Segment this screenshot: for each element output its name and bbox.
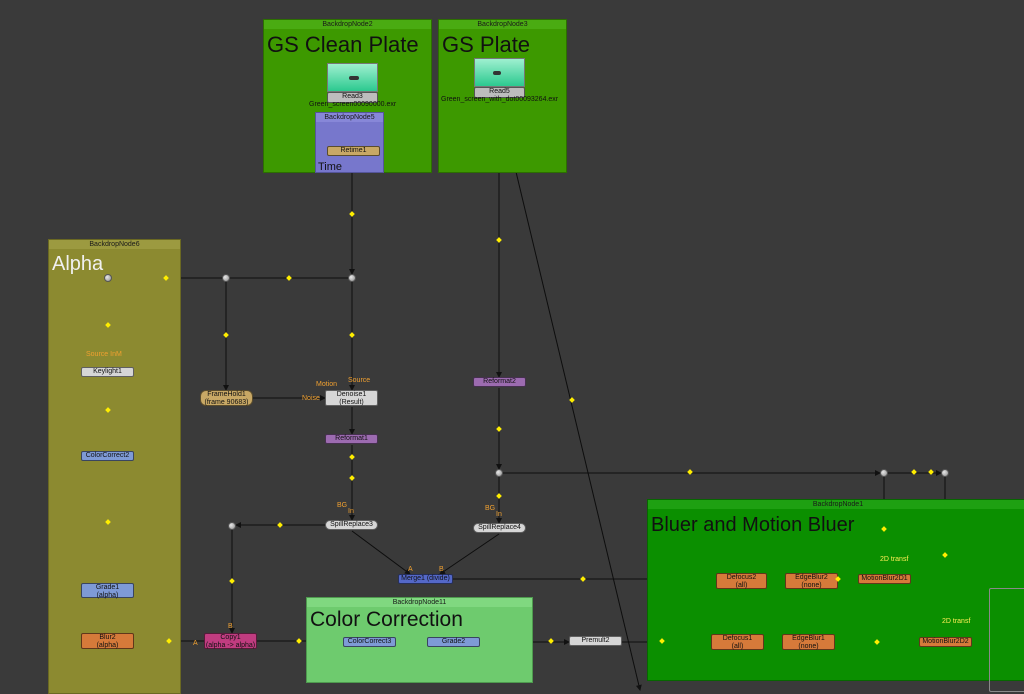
node-label: Defocus1 — [722, 635, 753, 642]
read5-node[interactable]: Read5 — [474, 87, 525, 98]
read5-file: Green_screen_with_dot00093264.exr — [441, 96, 559, 103]
node-sublabel: (alpha) — [96, 642, 119, 649]
node-label: Grade1 — [95, 584, 120, 591]
backdrop-node5[interactable]: BackdropNode5 Time — [315, 112, 384, 173]
spillreplace3-input-bg: BG — [337, 502, 348, 509]
colorcorrect2-node[interactable]: ColorCorrect2 — [81, 451, 134, 461]
spillreplace4-input-bg: BG — [485, 505, 496, 512]
dot-node[interactable] — [104, 274, 112, 282]
copy1-input-a: A — [193, 640, 198, 647]
reformat1-node[interactable]: Reformat1 — [325, 434, 378, 444]
reformat2-node[interactable]: Reformat2 — [473, 377, 526, 387]
spillreplace4-node[interactable]: SpillReplace4 — [473, 523, 526, 533]
framehold1-node[interactable]: FrameHold1 (frame 90683) — [200, 390, 253, 406]
connection-wire[interactable] — [439, 533, 500, 575]
merge1-input-b: B — [439, 566, 444, 573]
spillreplace3-node[interactable]: SpillReplace3 — [325, 520, 378, 530]
backdrop-title: Time — [318, 161, 343, 173]
motionblur2d2-input: 2D transf — [942, 618, 971, 625]
dot-node[interactable] — [348, 274, 356, 282]
node-sublabel: (none) — [798, 643, 819, 650]
denoise1-node[interactable]: Denoise1 (Result) — [325, 390, 378, 406]
dot-node[interactable] — [941, 469, 949, 477]
backdrop-title: Bluer and Motion Bluer — [651, 514, 855, 536]
node-label: Blur2 — [99, 634, 116, 641]
defocus1-node[interactable]: Defocus1 (all) — [711, 634, 764, 650]
blur2-node[interactable]: Blur2 (alpha) — [81, 633, 134, 649]
thumbnail-subject — [349, 76, 359, 80]
edgeblur2-node[interactable]: EdgeBlur2 (none) — [785, 573, 838, 589]
backdrop-title: Color Correction — [310, 608, 463, 631]
node-sublabel: (frame 90683) — [204, 399, 249, 406]
grade1-node[interactable]: Grade1 (alpha) — [81, 583, 134, 599]
denoise1-input-noise: Noise — [302, 395, 320, 402]
node-label: EdgeBlur1 — [792, 635, 825, 642]
dot-node[interactable] — [222, 274, 230, 282]
node-sublabel: (all) — [731, 643, 744, 650]
node-label: Copy1 — [220, 634, 241, 641]
spillreplace4-input-in: In — [496, 511, 502, 518]
copy1-input-b: B — [228, 623, 233, 630]
dot-node[interactable] — [495, 469, 503, 477]
merge1-node[interactable]: Merge1 (divide) — [398, 574, 453, 584]
node-label: EdgeBlur2 — [795, 574, 828, 581]
node-sublabel: (Result) — [339, 399, 364, 406]
backdrop-outline-partial — [989, 588, 1024, 692]
backdrop-header: BackdropNode6 — [49, 240, 180, 249]
node-label: FrameHold1 — [207, 391, 246, 398]
denoise1-input-motion: Motion — [316, 381, 338, 388]
defocus2-node[interactable]: Defocus2 (all) — [716, 573, 767, 589]
backdrop-header: BackdropNode11 — [307, 598, 532, 607]
connection-wire[interactable] — [351, 530, 411, 575]
node-sublabel: (all) — [735, 582, 748, 589]
backdrop-header: BackdropNode5 — [316, 113, 383, 122]
keylight1-node[interactable]: Keylight1 — [81, 367, 134, 377]
backdrop-node1[interactable]: BackdropNode1 Bluer and Motion Bluer — [647, 499, 1024, 681]
backdrop-node6[interactable]: BackdropNode6 Alpha — [48, 239, 181, 694]
read3-thumbnail[interactable] — [327, 63, 378, 92]
read3-file: Green_screen00090000.exr — [309, 101, 397, 108]
grade2-node[interactable]: Grade2 — [427, 637, 480, 647]
node-label: Read3 — [342, 93, 363, 100]
retime1-node[interactable]: Retime1 — [327, 146, 380, 156]
backdrop-title: Alpha — [52, 253, 104, 275]
backdrop-header: BackdropNode1 — [648, 500, 1024, 509]
thumbnail-subject — [493, 71, 501, 75]
edgeblur1-node[interactable]: EdgeBlur1 (none) — [782, 634, 835, 650]
motionblur2d1-input: 2D transf — [880, 556, 909, 563]
backdrop-title: GS Plate — [442, 32, 531, 57]
premult2-node[interactable]: Premult2 — [569, 636, 622, 646]
backdrop-node11[interactable]: BackdropNode11 Color Correction — [306, 597, 533, 683]
node-sublabel: (alpha) — [96, 592, 119, 599]
keylight1-inputs: Source InM — [86, 351, 122, 358]
node-label: Defocus2 — [726, 574, 757, 581]
motionblur2d1-node[interactable]: MotionBlur2D1 — [858, 574, 911, 584]
dot-node[interactable] — [880, 469, 888, 477]
node-label: Denoise1 — [336, 391, 367, 398]
colorcorrect3-node[interactable]: ColorCorrect3 — [343, 637, 396, 647]
merge1-input-a: A — [408, 566, 413, 573]
copy1-node[interactable]: Copy1 (alpha -> alpha) — [204, 633, 257, 649]
node-sublabel: (alpha -> alpha) — [205, 642, 256, 649]
read5-thumbnail[interactable] — [474, 58, 525, 87]
node-label: Read5 — [489, 88, 510, 95]
read3-node[interactable]: Read3 — [327, 92, 378, 103]
denoise1-input-source: Source — [348, 377, 371, 384]
motionblur2d2-node[interactable]: MotionBlur2D2 — [919, 637, 972, 647]
backdrop-header: BackdropNode2 — [264, 20, 431, 29]
node-sublabel: (none) — [801, 582, 822, 589]
spillreplace3-input-in: In — [348, 508, 354, 515]
backdrop-title: GS Clean Plate — [267, 32, 419, 57]
backdrop-header: BackdropNode3 — [439, 20, 566, 29]
dot-node[interactable] — [228, 522, 236, 530]
